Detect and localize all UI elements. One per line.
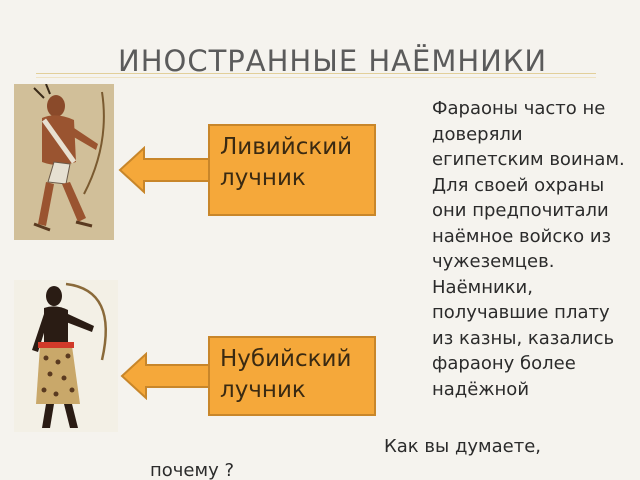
nubian-archer-label: Нубийский лучник — [208, 336, 376, 416]
libyan-archer-image — [14, 84, 114, 240]
left-arrow-icon — [118, 146, 212, 194]
question-text-continued: почему ? — [150, 460, 234, 480]
title-divider — [36, 73, 596, 74]
left-arrow-icon — [120, 352, 214, 400]
libyan-archer-label: Ливийский лучник — [208, 124, 376, 216]
title-divider-secondary — [36, 77, 596, 78]
question-text: Как вы думаете, — [384, 436, 542, 457]
slide-title: ИНОСТРАННЫЕ НАЁМНИКИ — [118, 44, 548, 78]
nubian-archer-image — [14, 280, 118, 432]
description-paragraph: Фараоны часто не доверяли египетским вои… — [432, 98, 625, 400]
